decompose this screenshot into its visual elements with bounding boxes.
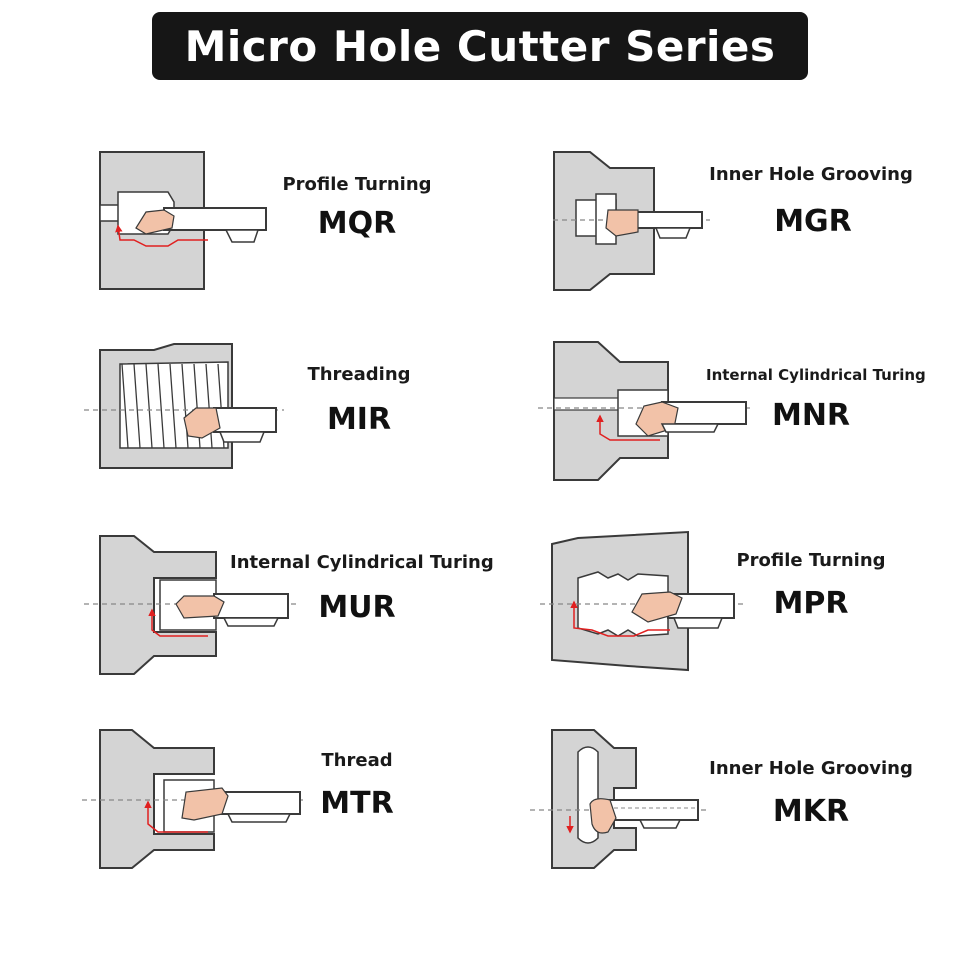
tool-code: MGR [774, 204, 852, 239]
tool-code: MKR [772, 794, 850, 829]
tool-name: Inner Hole Grooving [709, 758, 913, 779]
diagram-mkr [530, 728, 710, 870]
tool-code: MPR [773, 586, 849, 621]
tool-code: MTR [320, 786, 394, 821]
tool-name: Profile Turning [282, 174, 432, 195]
tool-code: MIR [326, 402, 392, 437]
diagram-mur [84, 534, 298, 676]
diagram-mir [84, 342, 284, 472]
tool-name: Thread [321, 750, 393, 771]
page-title: Micro Hole Cutter Series [184, 21, 776, 71]
tool-code: MNR [771, 398, 851, 433]
diagram-mpr [538, 530, 744, 672]
tool-name: Inner Hole Grooving [709, 164, 913, 185]
tool-name: Threading [307, 364, 411, 385]
tool-code: MQR [317, 206, 397, 241]
tool-name: Internal Cylindrical Turing [230, 552, 494, 573]
tool-name: Profile Turning [736, 550, 886, 571]
diagram-mnr [538, 340, 750, 482]
diagram-mtr [82, 728, 306, 870]
title-banner: Micro Hole Cutter Series [152, 12, 808, 80]
diagram-mqr [98, 150, 278, 292]
diagram-mgr [550, 150, 710, 292]
tool-name: Internal Cylindrical Turing [706, 366, 926, 384]
tool-code: MUR [318, 590, 396, 625]
